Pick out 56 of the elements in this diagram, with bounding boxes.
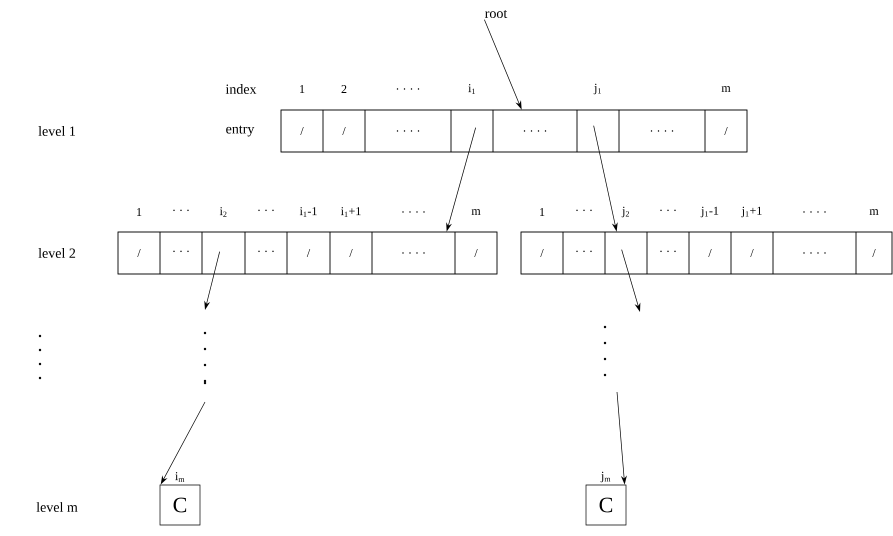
array-cell: . . . . — [492, 110, 578, 152]
text-label: entry — [226, 126, 254, 136]
array-cell: / — [286, 232, 330, 274]
index-label: j$_{m}$ — [600, 472, 610, 482]
array-cell: · · · — [160, 232, 202, 274]
array-cell: / — [330, 232, 372, 274]
index-label: . . . . — [803, 211, 826, 213]
array-cell: · · · — [244, 232, 288, 274]
index-label: 1 — [540, 208, 544, 216]
index-label: j$_{1}$+1 — [741, 206, 762, 218]
array-cell: / — [730, 232, 774, 274]
index-label: j$_{2}$ — [622, 206, 629, 218]
array-cell: · · · — [562, 232, 606, 274]
index-label: i$_{2}$ — [220, 207, 226, 217]
index-label: · · · — [660, 210, 676, 212]
index-label: i$_{1}$+1 — [340, 207, 361, 217]
array-cell — [576, 110, 620, 152]
index-label: . . . . — [402, 211, 425, 213]
index-label: · · · — [173, 210, 189, 212]
array-cell — [604, 232, 648, 274]
array-cell: / — [322, 110, 366, 152]
array-cell: / — [688, 232, 732, 274]
index-label: j$_{1}$ — [594, 84, 601, 94]
index-label: j$_{1}$-1 — [700, 206, 718, 218]
index-label: i$_{1}$ — [468, 84, 475, 94]
index-label: 2 — [342, 85, 346, 93]
index-label: 1 — [137, 208, 142, 216]
array-cell: / — [118, 232, 160, 274]
array-cell: · · · — [646, 232, 690, 274]
text-label: level 2 — [38, 248, 76, 258]
index-label: . . . . — [396, 88, 420, 90]
array-cell — [450, 110, 494, 152]
array-cell: / — [704, 110, 748, 152]
array-cell: / — [856, 232, 892, 274]
array-cell — [202, 232, 246, 274]
index-label: · · · — [258, 210, 274, 212]
root-label: root — [485, 10, 508, 18]
array-cell: . . . . — [364, 110, 452, 152]
array-cell: . . . . — [618, 110, 706, 152]
index-label: m — [722, 86, 730, 92]
index-label: i$_{m}$ — [175, 472, 184, 482]
index-label: m — [870, 209, 878, 215]
text-label: level 1 — [38, 126, 76, 136]
text-label: level m — [36, 502, 78, 512]
array-cell: / — [280, 110, 324, 152]
text-label: index — [226, 84, 256, 94]
array-cell: . . . . — [372, 232, 456, 274]
index-label: i$_{1}$-1 — [300, 207, 317, 217]
index-label: 1 — [300, 85, 304, 93]
index-label: m — [472, 209, 480, 215]
array-cell: / — [454, 232, 498, 274]
array-cell: / — [520, 232, 564, 274]
index-label: · · · — [576, 210, 592, 212]
letter-box: C — [160, 484, 200, 526]
array-cell: . . . . — [772, 232, 856, 274]
letter-box: C — [586, 484, 626, 526]
